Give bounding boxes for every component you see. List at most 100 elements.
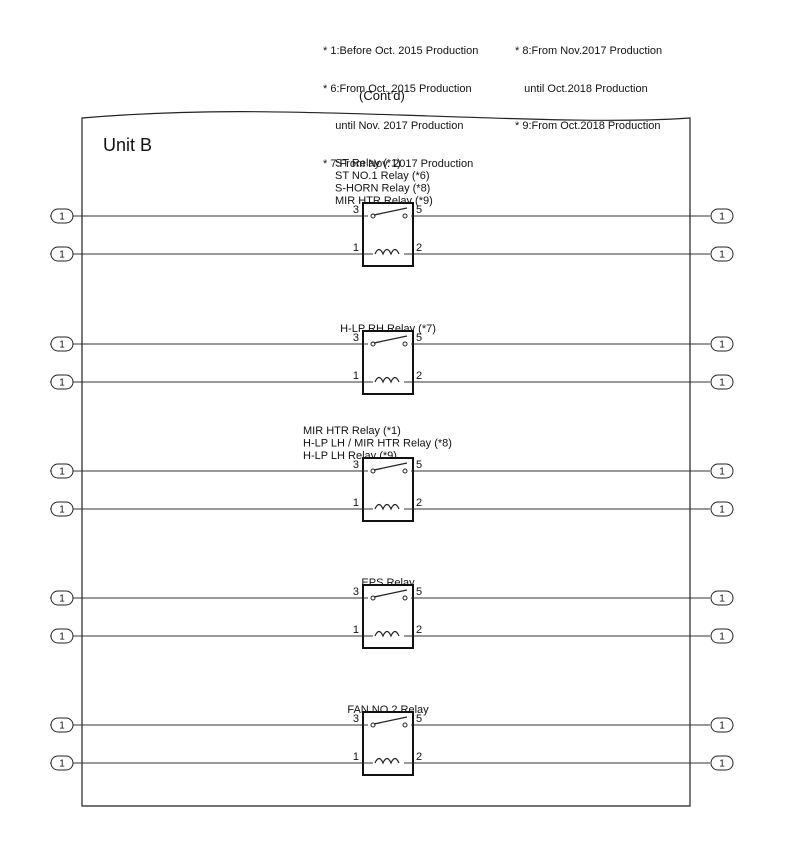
footnote-8: * 8:From Nov.2017 Production [515,45,663,57]
relay-1-connector-right-top-number: 1 [719,212,725,223]
relay-5-pin-2: 2 [416,751,422,763]
relay-2-switch-arm [373,335,408,344]
relay-1-coil-icon [374,248,400,256]
unit-outline [81,111,691,807]
relay-1-pin-2: 2 [416,242,422,254]
relay-4-switch-gap [368,597,411,603]
relay-5-connector-left-bottom-number: 1 [59,759,65,770]
relay-5-connector-right-top: 1 [710,717,734,733]
relay-4-connector-left-top: 1 [50,590,74,606]
footnote-6-cont: until Nov. 2017 Production [323,120,464,132]
relay-3-switch-gap [368,470,411,476]
relay-2-connector-right-top: 1 [710,336,734,352]
relay-3-pin-3: 3 [353,459,359,471]
relay-2-connector-right-top-number: 1 [719,340,725,351]
relay-1-pin-3: 3 [353,204,359,216]
continued-label: (Cont'd) [359,88,405,103]
relay-2-pin-1: 1 [353,370,359,382]
relay-1-connector-right-top-shape [710,208,734,224]
relay-4-connector-left-bottom: 1 [50,628,74,644]
relay-2-pin-2: 2 [416,370,422,382]
relay-3-switch-contact [402,468,408,474]
footnotes-left: * 1:Before Oct. 2015 Production * 6:From… [323,20,478,183]
relay-4-connector-right-top-number: 1 [719,594,725,605]
relay-3-connector-right-top-shape [710,463,734,479]
relay-1: ST Relay (*1)ST NO.1 Relay (*6)S-HORN Re… [50,158,734,267]
relay-2-connector-right-bottom-shape [710,374,734,390]
relay-2-pin-3: 3 [353,332,359,344]
relay-1-switch-contact [402,213,408,219]
relay-4-connector-right-top-shape [710,590,734,606]
relay-4-connector-right-bottom-number: 1 [719,632,725,643]
relay-3: MIR HTR Relay (*1)H-LP LH / MIR HTR Rela… [50,425,734,522]
relay-3-connector-left-bottom-shape [50,501,74,517]
footnote-7: * 7:From Nov. 2017 Production [323,157,474,170]
relay-5-connector-right-bottom: 1 [710,755,734,771]
relay-5-connector-right-bottom-number: 1 [719,759,725,770]
relay-4-connector-left-top-shape [50,590,74,606]
relay-2-connector-left-top-number: 1 [59,340,65,351]
relay-2-connector-left-bottom: 1 [50,374,74,390]
relay-5-coil-gap [373,757,404,767]
footnote-8-cont: until Oct.2018 Production [515,82,648,95]
relay-1-connector-right-bottom-shape [710,246,734,262]
relay-3-pin-1: 1 [353,497,359,509]
relay-2-connector-right-top-shape [710,336,734,352]
relay-2-connector-left-top: 1 [50,336,74,352]
relay-5-pin-1: 1 [353,751,359,763]
relay-5-switch-contact [402,722,408,728]
relay-2-coil-gap [373,376,404,386]
relay-3-pin-5: 5 [416,459,422,471]
relay-5-pin-3: 3 [353,713,359,725]
relay-3-label-2: H-LP LH / MIR HTR Relay (*8) [303,438,452,450]
relay-3-connector-left-top-number: 1 [59,467,65,478]
relay-5-coil-icon [374,757,400,765]
relay-2-pin-5: 5 [416,332,422,344]
relay-1-switch-arm [373,207,408,216]
relay-3-connector-right-bottom-number: 1 [719,505,725,516]
relay-4-coil-icon [374,630,400,638]
relay-1-labels: ST Relay (*1)ST NO.1 Relay (*6)S-HORN Re… [335,158,433,208]
relay-4-switch-arm [373,589,408,598]
relay-1-connector-right-bottom: 1 [710,246,734,262]
relay-3-connector-right-top-number: 1 [719,467,725,478]
footnotes-right: * 8:From Nov.2017 Production until Oct.2… [515,20,662,145]
relay-3-label-1: MIR HTR Relay (*1) [303,425,401,437]
relay-2-connector-left-top-shape [50,336,74,352]
relay-1-connector-right-top: 1 [710,208,734,224]
relay-5-connector-right-top-number: 1 [719,721,725,732]
relay-4-pin-3: 3 [353,586,359,598]
relay-3-pin-2: 2 [416,497,422,509]
relay-5-connector-left-bottom-shape [50,755,74,771]
relay-5-connector-right-top-shape [710,717,734,733]
relay-3-connector-right-bottom-shape [710,501,734,517]
relay-1-pin-1: 1 [353,242,359,254]
relay-3-coil-gap [373,503,404,513]
relay-3-coil-icon [374,503,400,511]
relay-1-pin-5: 5 [416,204,422,216]
relay-1-label-1: ST Relay (*1) [335,158,401,170]
relay-1-connector-left-top-number: 1 [59,212,65,223]
relay-1-label-3: S-HORN Relay (*8) [335,183,430,195]
relay-1-connector-left-top-shape [50,208,74,224]
relay-4-connector-left-top-number: 1 [59,594,65,605]
relay-1-connector-right-bottom-number: 1 [719,250,725,261]
relay-4-connector-right-bottom: 1 [710,628,734,644]
footnote-9: * 9:From Oct.2018 Production [515,120,661,132]
relay-3-connector-left-bottom-number: 1 [59,505,65,516]
relay-2-switch-gap [368,343,411,349]
relay-2-connector-right-bottom-number: 1 [719,378,725,389]
relay-4-connector-left-bottom-number: 1 [59,632,65,643]
relay-3-connector-right-top: 1 [710,463,734,479]
relay-5-connector-right-bottom-shape [710,755,734,771]
relay-5-connector-left-top-number: 1 [59,721,65,732]
relay-4-switch-contact [402,595,408,601]
relay-3-connector-left-bottom: 1 [50,501,74,517]
relay-4-connector-right-bottom-shape [710,628,734,644]
relay-2-switch-contact [402,341,408,347]
relay-3-connector-left-top: 1 [50,463,74,479]
relay-1-connector-left-bottom-number: 1 [59,250,65,261]
